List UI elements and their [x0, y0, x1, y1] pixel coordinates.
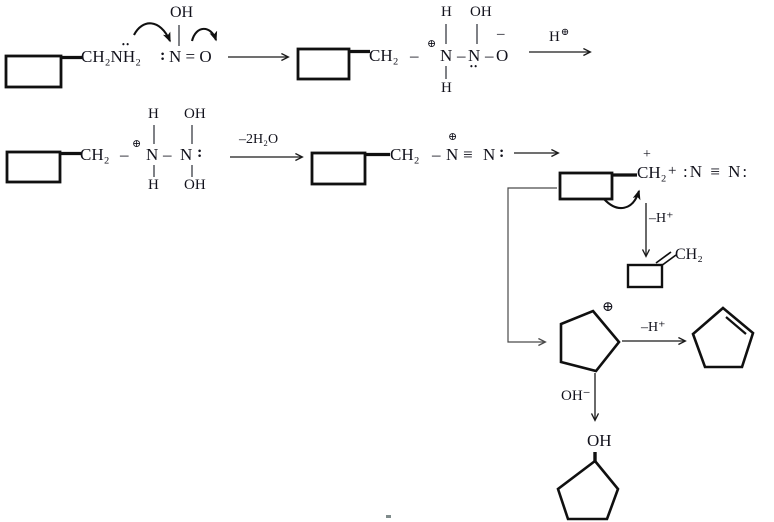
curved-arrow-lone-pair-attack: [133, 22, 171, 43]
ring-expansion-connector: [507, 187, 557, 342]
cyclopentyl-cation-ring: [559, 309, 621, 373]
bond-dash: –: [485, 46, 494, 65]
curved-arrow-ring-expansion: [603, 189, 641, 209]
n2-hydroxyl-bottom: OH: [184, 177, 206, 193]
amine-lone-pair-dots: ••: [122, 40, 131, 49]
diazonium-n2: N: [483, 145, 496, 164]
elimination-arrow-label: –H⁺: [641, 320, 666, 335]
n1-h-bottom: H: [148, 177, 159, 193]
diazonium-ch2: CH₂: [390, 145, 420, 164]
cyclobutane-ring-1: [4, 54, 63, 89]
methylene-ch2: CH₂: [675, 246, 703, 263]
nitroso-formula: N = O: [169, 47, 212, 66]
oxygen-minus-charge: –: [497, 26, 505, 42]
cyclobutane-ring-3: [5, 150, 62, 184]
proton-arrow-label: H⊕: [549, 27, 570, 45]
dihydroxy-n1: N: [146, 145, 159, 164]
double-bond-outer: [660, 254, 677, 267]
nitrogen-plus-charge: ⊕: [427, 38, 437, 50]
n2-lone-pair-dots: ••: [470, 62, 479, 71]
bond-dash: –: [410, 46, 419, 65]
nitrosammonium-o: O: [496, 46, 509, 65]
dihydroxy-n2: N: [180, 145, 193, 164]
carbocation-plus-charge: +: [643, 147, 651, 162]
n2-hydroxyl-top: OH: [184, 106, 206, 122]
cyclopentene-double-bond: [725, 316, 747, 335]
cyclobutane-ring-4: [310, 151, 367, 186]
curved-arrow-pi-to-oxygen: [190, 27, 218, 42]
nitroso-lone-pair: :: [160, 47, 166, 64]
n2-hydroxyl-top: OH: [470, 4, 492, 20]
cyclopentanol-oh-label: OH: [587, 431, 612, 450]
hydroxide-arrow-label: OH⁻: [561, 388, 591, 404]
amine-formula: CH₂NH₂: [81, 47, 142, 66]
cyclopentanol-ring: [556, 459, 620, 521]
cyclopentyl-plus-charge: ⊕: [602, 300, 614, 315]
methylenecyclobutane-ring: [626, 263, 664, 289]
nitrogen-plus-charge: ⊕: [132, 138, 142, 150]
bond-dash: –: [163, 145, 172, 164]
plus-sign: +: [668, 163, 677, 179]
diazonium-n1: N: [446, 145, 459, 164]
n2-lone-pair: :: [499, 144, 505, 161]
cyclopentene-ring: [691, 306, 755, 369]
bond-dash: –: [457, 46, 466, 65]
nitrosammonium-n2: N: [468, 46, 481, 65]
cyclobutane-ring-5: [558, 171, 614, 201]
nitrogen-plus-charge: ⊕: [448, 131, 458, 143]
cyclobutane-ring-2: [296, 47, 351, 81]
triple-bond: ≡: [463, 145, 473, 164]
dihydroxy-ch2: CH₂: [80, 145, 110, 164]
bond-dash: –: [120, 145, 129, 164]
carbocation-ch2: CH₂: [637, 163, 667, 182]
n1-h-bottom: H: [441, 80, 452, 96]
deprotonation-arrow-label: –H⁺: [649, 211, 674, 226]
nitrosammonium-n1: N: [440, 46, 453, 65]
dehydration-arrow-label: –2H₂O: [239, 132, 279, 147]
n1-h-top: H: [441, 4, 452, 20]
bond-dash: –: [432, 145, 441, 164]
double-bond-inner: [655, 251, 672, 264]
n1-h-top: H: [148, 106, 159, 122]
stray-mark: [386, 515, 391, 518]
dinitrogen-label: :N ≡ N:: [683, 162, 750, 181]
n2-lone-pair: :: [197, 144, 203, 161]
nitrosammonium-ch2: CH₂: [369, 46, 399, 65]
nitroso-hydroxyl-label: OH: [170, 4, 194, 21]
